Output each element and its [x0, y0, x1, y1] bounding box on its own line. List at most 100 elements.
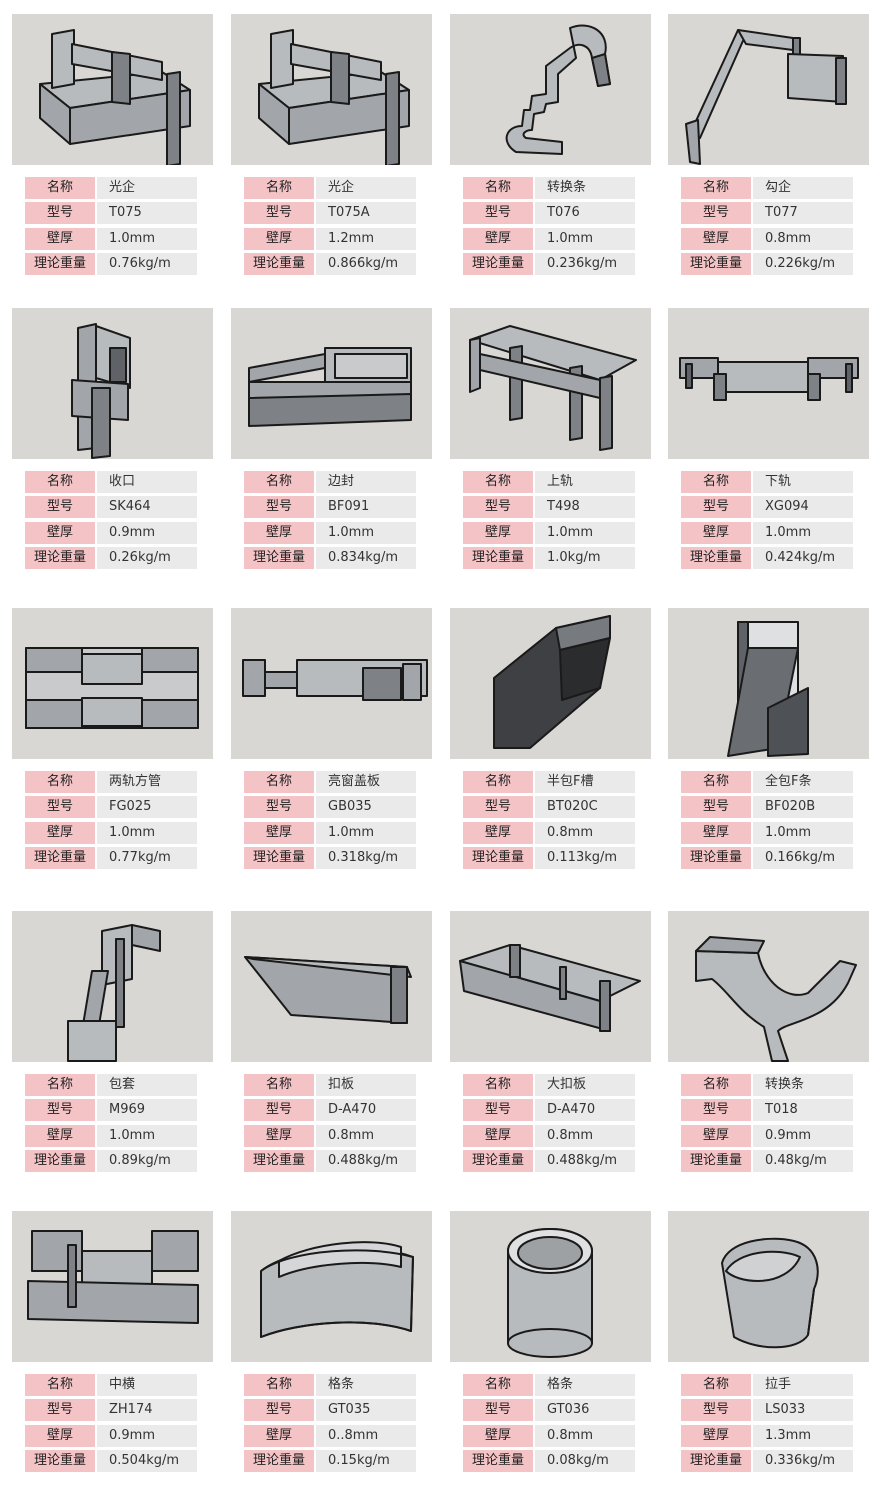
spec-row-name: 名称光企: [244, 177, 416, 199]
spec-value-weight: 0.834kg/m: [316, 547, 416, 569]
spec-label-weight: 理论重量: [25, 547, 95, 569]
spec-value-weight: 0.77kg/m: [97, 847, 197, 869]
spec-value-thickness: 1.0mm: [316, 822, 416, 844]
spec-label-weight: 理论重量: [25, 847, 95, 869]
lower-rail-profile-icon: [668, 308, 869, 459]
spec-label-model: 型号: [463, 496, 533, 518]
spec-value-thickness: 0..8mm: [316, 1425, 416, 1447]
spec-value-thickness: 0.9mm: [97, 522, 197, 544]
spec-value-name: 全包F条: [753, 771, 853, 793]
spec-label-thickness: 壁厚: [463, 1125, 533, 1147]
spec-label-name: 名称: [244, 771, 314, 793]
spec-label-thickness: 壁厚: [25, 1425, 95, 1447]
spec-value-thickness: 1.0mm: [97, 1125, 197, 1147]
spec-label-name: 名称: [25, 1074, 95, 1096]
full-f-strip-profile-icon: [668, 608, 869, 759]
spec-label-thickness: 壁厚: [25, 522, 95, 544]
spec-label-model: 型号: [25, 202, 95, 224]
spec-value-model: FG025: [97, 796, 197, 818]
spec-value-thickness: 0.8mm: [535, 1425, 635, 1447]
spec-value-name: 收口: [97, 471, 197, 493]
spec-value-name: 拉手: [753, 1374, 853, 1396]
spec-value-weight: 0.113kg/m: [535, 847, 635, 869]
spec-row-name: 名称扣板: [244, 1074, 416, 1096]
spec-value-model: D-A470: [535, 1099, 635, 1121]
spec-value-model: T077: [753, 202, 853, 224]
spec-row-name: 名称两轨方管: [25, 771, 197, 793]
spec-label-weight: 理论重量: [681, 847, 751, 869]
spec-label-model: 型号: [25, 1099, 95, 1121]
spec-label-thickness: 壁厚: [244, 228, 314, 250]
spec-value-weight: 0.866kg/m: [316, 253, 416, 275]
spec-label-weight: 理论重量: [681, 253, 751, 275]
spec-label-name: 名称: [681, 177, 751, 199]
spec-row-name: 名称半包F槽: [463, 771, 635, 793]
spec-label-weight: 理论重量: [681, 1150, 751, 1172]
spec-row-name: 名称大扣板: [463, 1074, 635, 1096]
spec-value-model: LS033: [753, 1399, 853, 1421]
spec-label-weight: 理论重量: [681, 547, 751, 569]
spec-value-thickness: 0.9mm: [753, 1125, 853, 1147]
spec-label-thickness: 壁厚: [244, 1125, 314, 1147]
spec-value-model: ZH174: [97, 1399, 197, 1421]
spec-value-name: 扣板: [316, 1074, 416, 1096]
spec-value-thickness: 0.8mm: [753, 228, 853, 250]
spec-value-model: GB035: [316, 796, 416, 818]
spec-value-model: GT036: [535, 1399, 635, 1421]
spec-label-thickness: 壁厚: [244, 822, 314, 844]
spec-value-weight: 0.504kg/m: [97, 1450, 197, 1472]
spec-value-name: 格条: [535, 1374, 635, 1396]
spec-label-weight: 理论重量: [463, 847, 533, 869]
spec-label-weight: 理论重量: [463, 253, 533, 275]
handle-profile-icon: [668, 1211, 869, 1362]
spec-value-name: 光企: [316, 177, 416, 199]
spec-value-name: 包套: [97, 1074, 197, 1096]
spec-label-model: 型号: [681, 796, 751, 818]
spec-value-model: T075A: [316, 202, 416, 224]
spec-label-name: 名称: [681, 771, 751, 793]
spec-value-name: 两轨方管: [97, 771, 197, 793]
spec-row-name: 名称转换条: [681, 1074, 853, 1096]
spec-label-weight: 理论重量: [463, 1150, 533, 1172]
spec-label-thickness: 壁厚: [681, 1125, 751, 1147]
spec-row-name: 名称勾企: [681, 177, 853, 199]
spec-value-thickness: 0.8mm: [535, 822, 635, 844]
spec-label-model: 型号: [681, 202, 751, 224]
spec-value-thickness: 0.9mm: [97, 1425, 197, 1447]
spec-value-weight: 0.318kg/m: [316, 847, 416, 869]
spec-label-name: 名称: [244, 471, 314, 493]
spec-label-model: 型号: [25, 496, 95, 518]
spec-value-name: 转换条: [753, 1074, 853, 1096]
spec-label-thickness: 壁厚: [681, 228, 751, 250]
spec-value-thickness: 1.0mm: [753, 822, 853, 844]
s-curve-adapter-profile-icon: [450, 14, 651, 165]
spec-label-weight: 理论重量: [244, 1150, 314, 1172]
spec-value-weight: 0.76kg/m: [97, 253, 197, 275]
spec-label-name: 名称: [244, 1074, 314, 1096]
spec-value-model: T018: [753, 1099, 853, 1121]
edge-seal-profile-icon: [231, 308, 432, 459]
spec-value-thickness: 1.2mm: [316, 228, 416, 250]
closing-strip-profile-icon: [12, 308, 213, 459]
